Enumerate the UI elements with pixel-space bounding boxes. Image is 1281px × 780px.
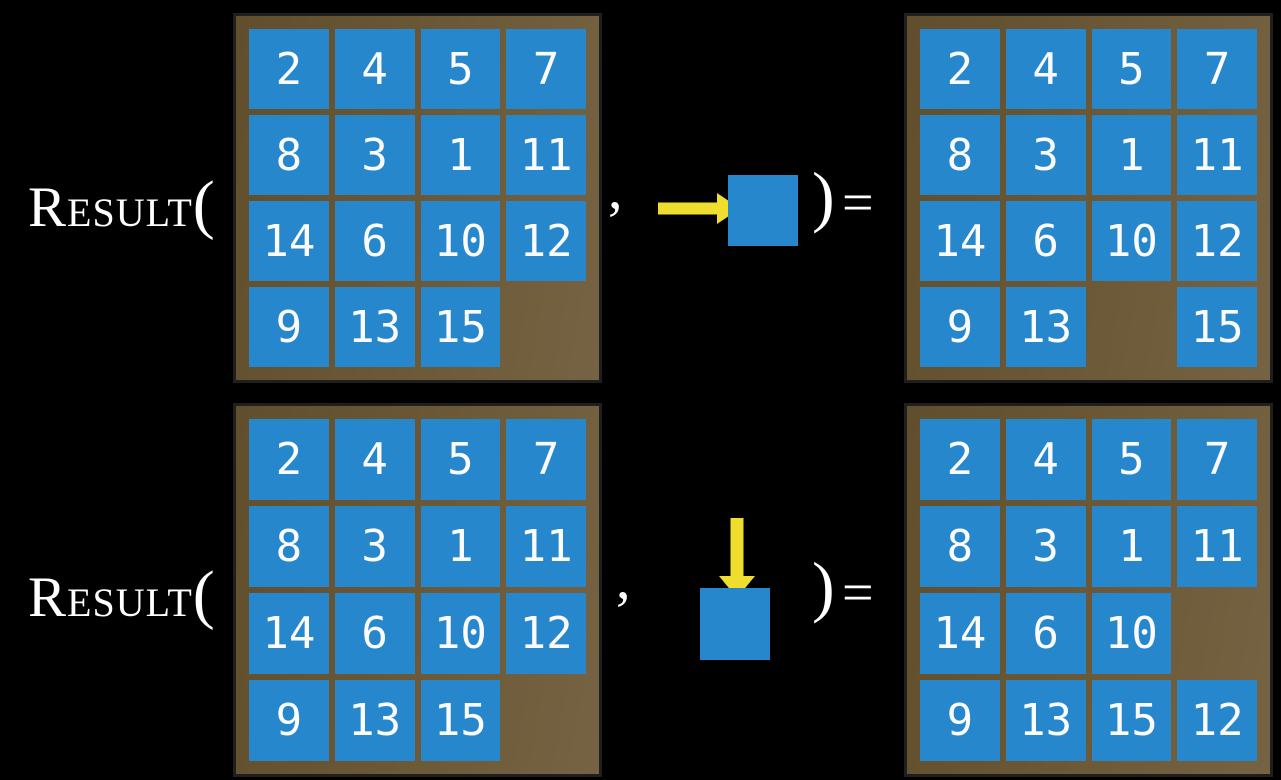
tile-6: 6	[334, 201, 415, 281]
tile-6: 6	[1005, 201, 1086, 281]
equals-sign-2: =	[842, 562, 874, 624]
tile-10: 10	[1091, 593, 1172, 674]
tile-12: 12	[506, 201, 586, 281]
tile-4: 4	[334, 29, 415, 109]
result-function-label-1: Result(	[28, 172, 215, 238]
tile-15: 15	[1091, 680, 1172, 761]
tile-14: 14	[249, 593, 329, 674]
blank-cell	[1092, 287, 1172, 367]
tile-1: 1	[1091, 115, 1172, 195]
result-function-name: Result	[28, 566, 193, 629]
tile-7: 7	[1177, 29, 1257, 109]
tile-3: 3	[1005, 115, 1086, 195]
tile-1: 1	[420, 506, 501, 587]
tile-8: 8	[920, 115, 1000, 195]
tile-2: 2	[249, 29, 329, 109]
result-function-name: Result	[28, 176, 193, 239]
tile-11: 11	[1177, 115, 1257, 195]
tile-1: 1	[1091, 506, 1172, 587]
result-function-label-2: Result(	[28, 562, 215, 628]
tile-9: 9	[920, 680, 1000, 761]
tile-6: 6	[334, 593, 415, 674]
tile-12: 12	[1177, 680, 1257, 761]
tile-4: 4	[334, 419, 415, 500]
tile-12: 12	[1177, 201, 1257, 281]
tile-12: 12	[506, 593, 586, 674]
tile-7: 7	[506, 419, 586, 500]
tile-8: 8	[249, 506, 329, 587]
blank-cell	[1177, 593, 1257, 674]
tile-13: 13	[1005, 680, 1086, 761]
tile-3: 3	[334, 506, 415, 587]
tile-3: 3	[334, 115, 415, 195]
tile-1: 1	[420, 115, 501, 195]
tile-14: 14	[249, 201, 329, 281]
tile-10: 10	[420, 593, 501, 674]
tile-4: 4	[1005, 419, 1086, 500]
tile-6: 6	[1005, 593, 1086, 674]
tile-5: 5	[1091, 29, 1172, 109]
comma-separator-2: ,	[616, 546, 631, 611]
tile-15: 15	[1177, 287, 1257, 367]
tile-13: 13	[334, 287, 415, 367]
tile-4: 4	[1005, 29, 1086, 109]
close-paren-icon-2: )	[812, 548, 835, 624]
tile-15: 15	[420, 287, 501, 367]
move-down-arrow-icon	[719, 518, 755, 598]
action-tile-square-1	[728, 175, 798, 246]
tile-15: 15	[420, 680, 501, 761]
tile-9: 9	[249, 680, 329, 761]
tile-14: 14	[920, 201, 1000, 281]
tile-5: 5	[420, 29, 501, 109]
tile-10: 10	[1091, 201, 1172, 281]
comma-separator-1: ,	[608, 156, 623, 221]
tile-2: 2	[249, 419, 329, 500]
tile-5: 5	[420, 419, 501, 500]
tile-2: 2	[920, 419, 1000, 500]
tile-3: 3	[1005, 506, 1086, 587]
open-paren-icon: (	[192, 558, 215, 631]
blank-cell	[506, 680, 586, 761]
equals-sign-1: =	[842, 172, 874, 234]
open-paren-icon: (	[192, 168, 215, 241]
tile-9: 9	[920, 287, 1000, 367]
tile-10: 10	[420, 201, 501, 281]
tile-11: 11	[506, 506, 586, 587]
tile-8: 8	[249, 115, 329, 195]
close-paren-icon-1: )	[812, 158, 835, 234]
tile-11: 11	[506, 115, 586, 195]
tile-13: 13	[1005, 287, 1086, 367]
tile-2: 2	[920, 29, 1000, 109]
tile-13: 13	[334, 680, 415, 761]
tile-7: 7	[506, 29, 586, 109]
tile-7: 7	[1177, 419, 1257, 500]
tile-8: 8	[920, 506, 1000, 587]
tile-14: 14	[920, 593, 1000, 674]
action-tile-square-2	[700, 588, 770, 660]
tile-5: 5	[1091, 419, 1172, 500]
tile-9: 9	[249, 287, 329, 367]
blank-cell	[506, 287, 586, 367]
tile-11: 11	[1177, 506, 1257, 587]
